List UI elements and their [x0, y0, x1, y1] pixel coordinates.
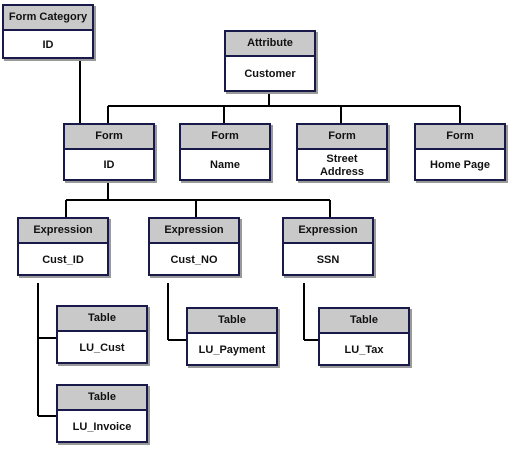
form-address-header: Form	[298, 125, 386, 150]
table-lu-tax-value: LU_Tax	[344, 343, 384, 356]
form-address-line2: Address	[319, 165, 365, 178]
expression-ssn-header: Expression	[284, 219, 372, 244]
form-category-header: Form Category	[4, 6, 92, 31]
form-box-name: Form Name	[179, 123, 271, 181]
expression-box-cust-no: Expression Cust_NO	[148, 217, 240, 276]
expression-box-ssn: Expression SSN	[282, 217, 374, 276]
table-lu-invoice-header: Table	[58, 386, 146, 411]
form-id-value: ID	[103, 159, 115, 171]
form-box-address: Form Street Address	[296, 123, 388, 181]
table-lu-tax-header: Table	[320, 309, 408, 334]
expression-box-cust-id: Expression Cust_ID	[17, 217, 109, 276]
expression-cust-id-header: Expression	[19, 219, 107, 244]
form-category-value: ID	[42, 38, 54, 51]
table-lu-payment-value: LU_Payment	[198, 343, 266, 356]
attribute-header: Attribute	[226, 32, 314, 57]
form-name-header: Form	[181, 125, 269, 150]
form-box-id: Form ID	[63, 123, 155, 181]
form-address-line1: Street	[326, 152, 358, 165]
form-category-box: Form Category ID	[2, 4, 94, 59]
table-box-lu-cust: Table LU_Cust	[56, 305, 148, 364]
table-lu-payment-header: Table	[188, 309, 276, 334]
form-box-homepage: Form Home Page	[414, 123, 506, 181]
form-id-header: Form	[65, 125, 153, 150]
expression-cust-no-value: Cust_NO	[170, 253, 218, 266]
table-box-lu-invoice: Table LU_Invoice	[56, 384, 148, 443]
attribute-box: Attribute Customer	[224, 30, 316, 92]
table-lu-invoice-value: LU_Invoice	[72, 420, 132, 433]
expression-ssn-value: SSN	[316, 253, 340, 266]
form-homepage-value: Home Page	[430, 159, 490, 171]
expression-cust-no-header: Expression	[150, 219, 238, 244]
table-box-lu-payment: Table LU_Payment	[186, 307, 278, 366]
form-homepage-header: Form	[416, 125, 504, 150]
table-lu-cust-value: LU_Cust	[79, 341, 125, 354]
table-box-lu-tax: Table LU_Tax	[318, 307, 410, 366]
attribute-value: Customer	[244, 68, 296, 80]
table-lu-cust-header: Table	[58, 307, 146, 332]
expression-cust-id-value: Cust_ID	[42, 253, 84, 266]
form-address-value: Street Address	[298, 150, 386, 181]
form-name-value: Name	[210, 159, 240, 171]
